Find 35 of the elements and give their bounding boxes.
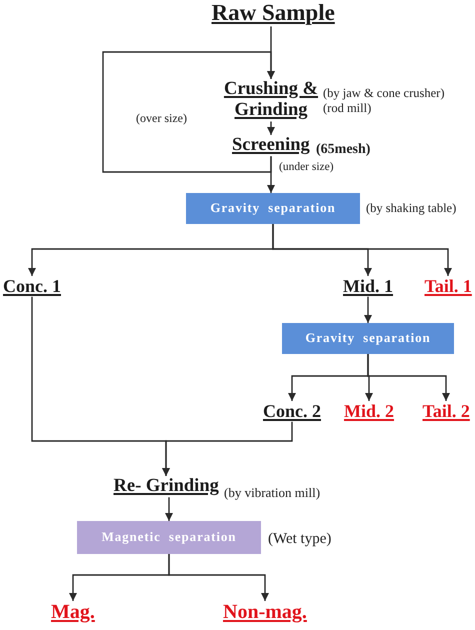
- edge-label: (under size): [278, 161, 335, 174]
- annotation: (by shaking table): [366, 201, 456, 216]
- annotation: (65mesh): [316, 142, 370, 158]
- process-box: [186, 193, 360, 224]
- arrow: [162, 422, 293, 476]
- annotation: (by vibration mill): [224, 486, 320, 501]
- arrow: [165, 497, 173, 521]
- box-label: Gravity separation: [210, 201, 336, 216]
- product-label: Mid. 2: [344, 401, 394, 422]
- product-label: Mag.: [51, 601, 95, 624]
- annotation: (by jaw & cone crusher): [323, 86, 444, 100]
- step-label: Crushing & Grinding: [221, 79, 321, 122]
- arrow: [364, 296, 372, 323]
- box-label: Gravity separation: [305, 331, 431, 346]
- step-label: Screening: [232, 135, 310, 156]
- product-label: Conc. 1: [3, 276, 61, 297]
- box-label: Magnetic separation: [102, 530, 236, 545]
- product-label: Non-mag.: [223, 601, 307, 624]
- arrow: [367, 354, 450, 401]
- arrow: [168, 554, 269, 601]
- arrow: [102, 51, 275, 173]
- step-label: Raw Sample: [212, 0, 335, 26]
- step-label: Re- Grinding: [114, 476, 219, 498]
- arrow: [267, 156, 275, 193]
- arrow: [267, 122, 275, 135]
- product-label: Tail. 1: [424, 276, 472, 297]
- process-box: [77, 521, 261, 554]
- process-box: [282, 323, 454, 354]
- arrow: [272, 224, 452, 276]
- annotation: (rod mill): [323, 101, 372, 116]
- product-label: Conc. 2: [263, 401, 321, 422]
- product-label: Mid. 1: [343, 276, 394, 297]
- annotation: (Wet type): [268, 531, 332, 548]
- edge-label: (over size): [135, 112, 188, 126]
- product-label: Tail. 2: [422, 401, 470, 422]
